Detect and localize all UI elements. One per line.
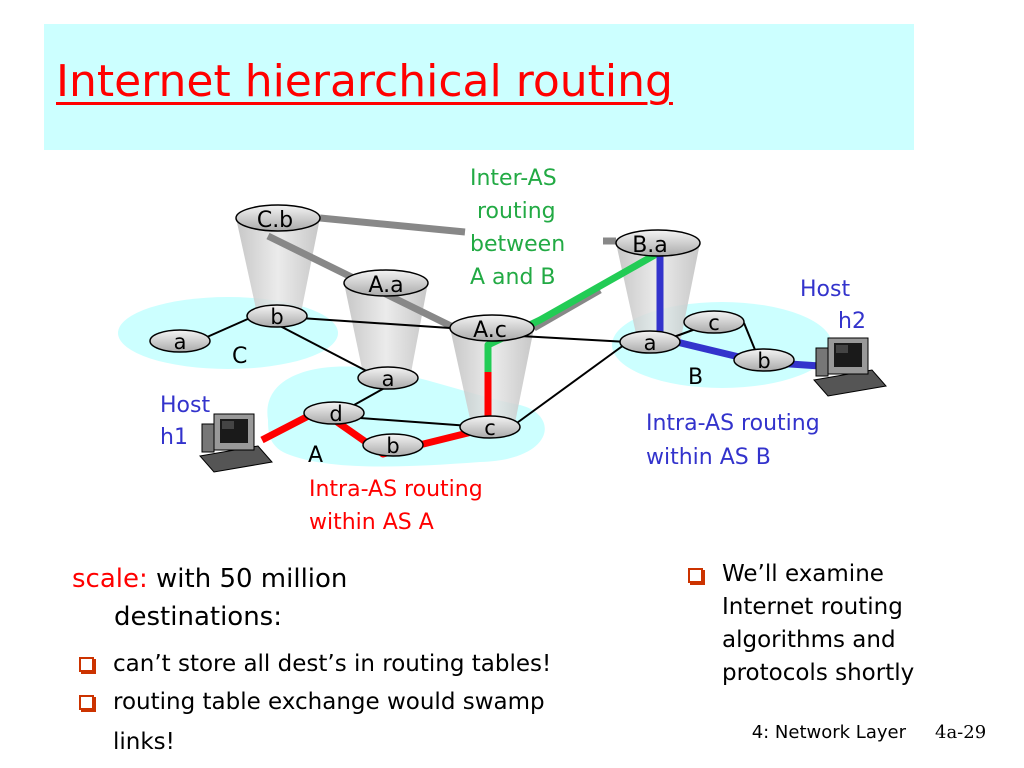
as-b-label: B [688, 365, 703, 390]
scale-continuation: destinations: [114, 602, 282, 632]
scale-rest: with 50 million [147, 564, 348, 594]
as-c-label: C [232, 344, 247, 369]
cylinder-cb [236, 218, 320, 318]
bullet-swamp: routing table exchange would swamp [79, 684, 545, 720]
right-line-4: protocols shortly [722, 660, 915, 686]
right-line-2: Internet routing [722, 594, 903, 620]
link-ac-ba [532, 286, 602, 332]
router-aa-label: A.a [368, 273, 403, 298]
bullet-box-icon [79, 695, 94, 710]
slide-title: Internet hierarchical routing [56, 56, 673, 107]
routing-diagram: C.b A.a A.c B.a a b a d b c a c [118, 166, 887, 535]
scale-statement: scale: with 50 million destinations: [72, 560, 472, 636]
footer-page-number: 4a-29 [935, 722, 987, 743]
router-a-b: b [362, 433, 424, 458]
router-cb: C.b [235, 204, 321, 233]
router-ba-label: B.a [632, 233, 668, 258]
scale-keyword: scale: [72, 564, 148, 594]
host1-computer-icon [199, 413, 273, 473]
router-b-a-label: a [644, 331, 657, 355]
router-c-a-label: a [174, 330, 187, 354]
router-a-a: a [357, 366, 419, 391]
bullet-box-icon [79, 657, 94, 672]
host2-computer-icon [813, 337, 887, 397]
router-c-a: a [149, 329, 211, 354]
router-ac-label: A.c [473, 318, 507, 343]
router-a-b-label: b [386, 434, 399, 458]
intra-as-b-label: Intra-AS routing within AS B [646, 411, 827, 470]
router-aa: A.a [343, 269, 429, 298]
bullet-box-icon [688, 568, 703, 583]
as-a-label: A [308, 443, 323, 468]
bullet-store-text: can’t store all dest’s in routing tables… [113, 651, 552, 677]
router-b-c-label: c [708, 311, 720, 335]
right-bullet: We’ll examine Internet routing algorithm… [688, 558, 972, 690]
router-a-a-label: a [382, 367, 395, 391]
as-a-region [267, 366, 545, 467]
router-b-b: b [733, 348, 795, 373]
router-b-a: a [619, 330, 681, 355]
host1-label: Host h1 [160, 393, 217, 450]
link-cb-ba [319, 214, 466, 236]
intra-as-a-label: Intra-AS routing within AS A [309, 477, 490, 535]
bullet-swamp-cont-text: links! [113, 729, 175, 755]
router-b-c: c [683, 310, 745, 335]
router-c-b-label: b [270, 305, 283, 329]
router-b-b-label: b [757, 349, 770, 373]
inter-as-label: Inter-AS routing between A and B [470, 166, 572, 290]
router-a-c-label: c [484, 416, 496, 440]
bullet-swamp-cont: links! [113, 724, 175, 760]
router-cb-label: C.b [257, 208, 293, 233]
router-ac: A.c [449, 314, 535, 343]
router-ba: B.a [615, 229, 701, 258]
router-a-d: d [303, 401, 365, 426]
as-c-region [118, 297, 338, 369]
footer-chapter: 4: Network Layer [751, 722, 906, 743]
host2-label: Host h2 [800, 277, 866, 334]
router-a-d-label: d [329, 402, 342, 426]
right-line-1: We’ll examine [722, 561, 884, 587]
bullet-store: can’t store all dest’s in routing tables… [79, 646, 552, 682]
bullet-swamp-text: routing table exchange would swamp [113, 689, 545, 715]
right-line-3: algorithms and [722, 627, 896, 653]
router-c-b: b [246, 304, 308, 329]
title-band [44, 24, 914, 150]
cylinder-ac [450, 328, 534, 428]
router-a-c: c [459, 415, 521, 440]
